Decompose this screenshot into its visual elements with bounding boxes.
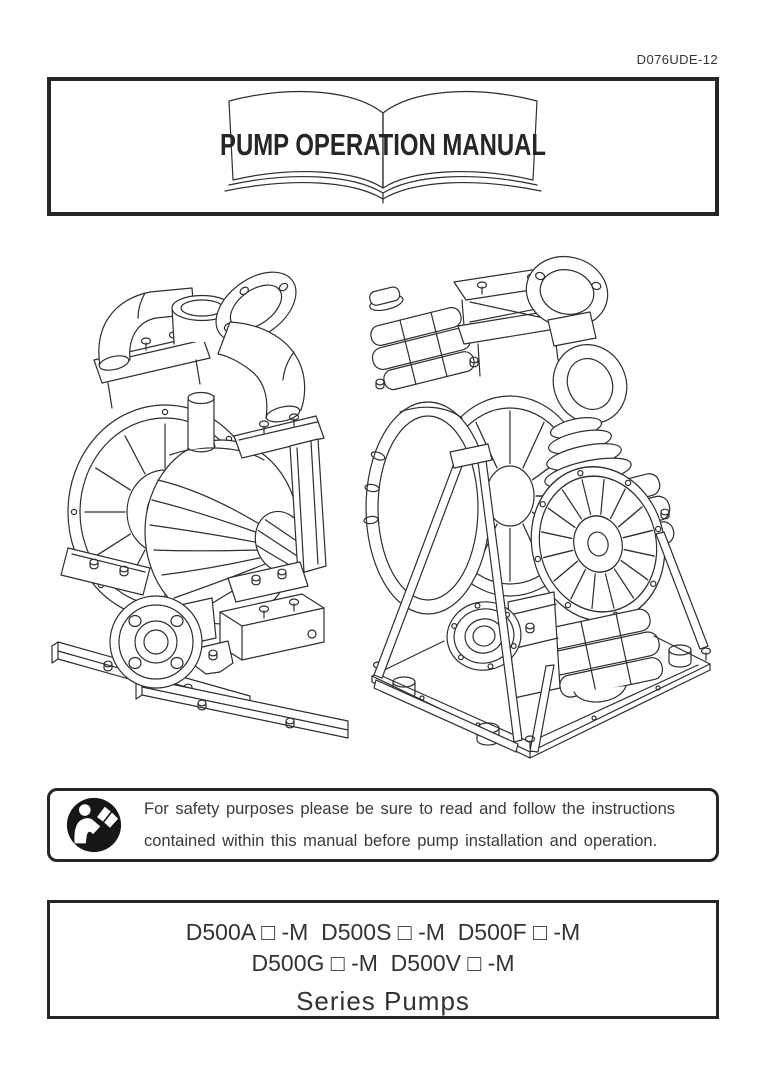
left-pump-bottom-flange xyxy=(109,595,203,689)
model-box: D500A □ -M D500S □ -M D500F □ -M D500G □… xyxy=(47,900,719,1019)
safety-line-1: For safety purposes please be sure to re… xyxy=(144,800,676,818)
open-book-icon: PUMP OPERATION MANUAL xyxy=(220,90,546,204)
right-pump-left-clamp-stack xyxy=(369,286,475,391)
read-manual-icon xyxy=(66,797,122,853)
model-line-2: D500G □ -M D500V □ -M xyxy=(251,950,515,976)
right-pump-left-housing xyxy=(363,401,491,615)
right-pump-lower-clamp-stack xyxy=(546,608,664,698)
model-line-1: D500A □ -M D500S □ -M D500F □ -M xyxy=(185,919,581,945)
right-pump-top-flange xyxy=(525,256,609,328)
left-pump-foot-block xyxy=(219,593,325,661)
left-pump-illustration xyxy=(51,271,349,739)
manual-title: PUMP OPERATION MANUAL xyxy=(220,127,546,162)
left-pump-manifold-piping xyxy=(98,271,306,423)
safety-notice: For safety purposes please be sure to re… xyxy=(47,788,719,862)
right-pump-stand-legs xyxy=(373,443,709,753)
series-label: Series Pumps xyxy=(296,986,470,1016)
title-banner: PUMP OPERATION MANUAL xyxy=(47,77,719,216)
right-pump-illustration xyxy=(363,256,712,759)
safety-line-2: contained within this manual before pump… xyxy=(144,832,658,850)
doc-code: D076UDE-12 xyxy=(636,52,718,67)
right-pump-front-wheel xyxy=(530,466,666,622)
